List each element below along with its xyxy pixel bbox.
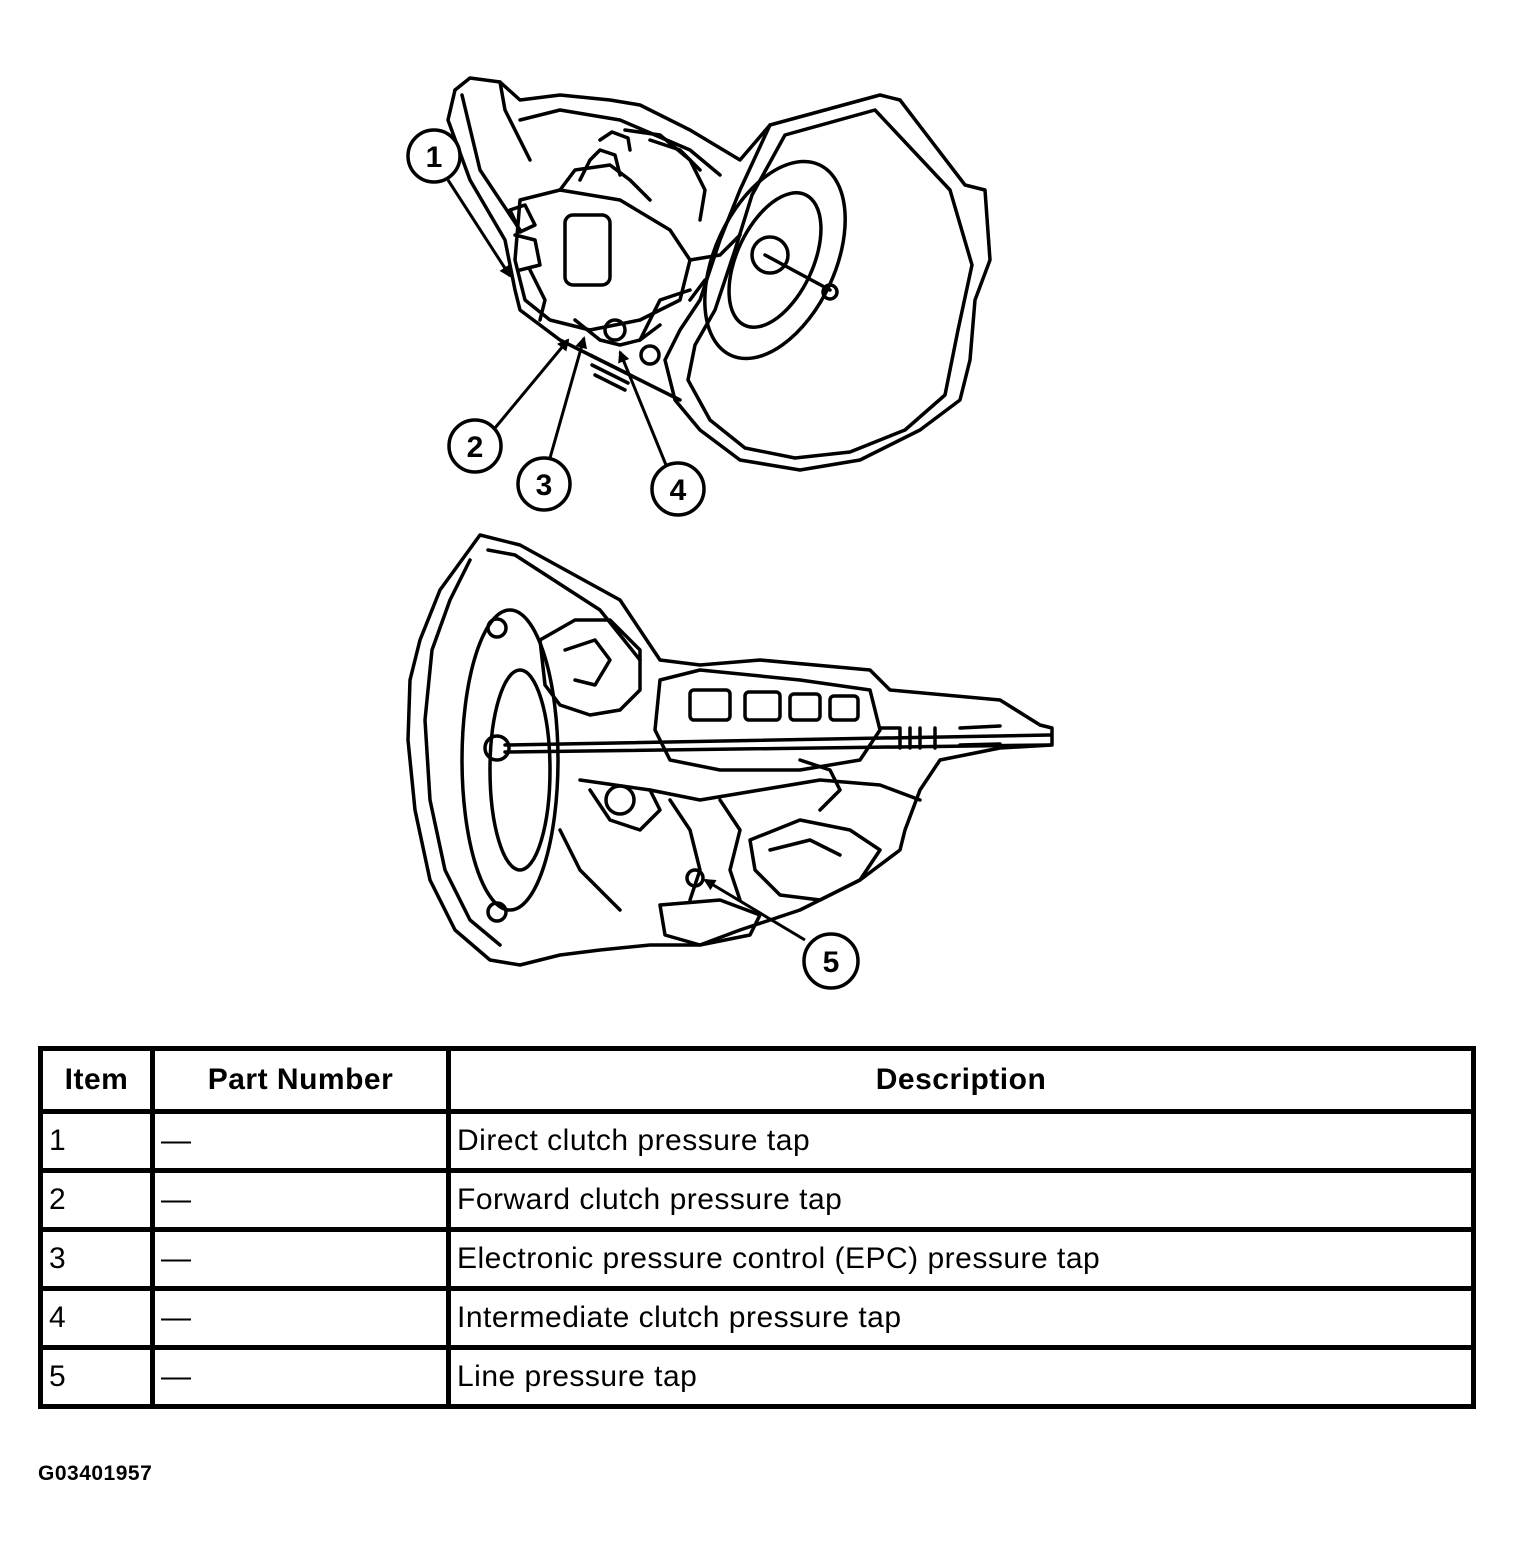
callout-5-label: 5 [823,946,840,979]
transmission-side-view [406,533,1054,967]
callout-2: 2 [447,338,570,474]
cell-part-number: — [150,1227,451,1291]
figure-code: G03401957 [38,1462,153,1485]
cell-description: Direct clutch pressure tap [446,1109,1476,1173]
table-row: 2 — Forward clutch pressure tap [38,1168,1476,1232]
cell-item: 1 [38,1109,155,1173]
cell-item: 4 [38,1286,155,1350]
transmission-illustration: 1 2 3 4 [406,76,1054,990]
cell-item: 2 [38,1168,155,1232]
table-row: 5 — Line pressure tap [38,1345,1476,1409]
cell-part-number: — [150,1286,451,1350]
cell-description: Forward clutch pressure tap [446,1168,1476,1232]
callout-3: 3 [516,336,588,512]
callout-3-label: 3 [536,469,553,502]
cell-description: Electronic pressure control (EPC) pressu… [446,1227,1476,1291]
table-row: 3 — Electronic pressure control (EPC) pr… [38,1227,1476,1291]
parts-table: Item Part Number Description 1 — Direct … [38,1046,1476,1409]
callout-4-label: 4 [670,474,687,507]
table-header-row: Item Part Number Description [38,1046,1476,1114]
cell-part-number: — [150,1345,451,1409]
callout-5: 5 [703,878,860,990]
table-row: 4 — Intermediate clutch pressure tap [38,1286,1476,1350]
table-row: 1 — Direct clutch pressure tap [38,1109,1476,1173]
header-item: Item [38,1046,155,1114]
cell-part-number: — [150,1109,451,1173]
cell-part-number: — [150,1168,451,1232]
header-part-number: Part Number [150,1046,451,1114]
header-description: Description [446,1046,1476,1114]
cell-item: 3 [38,1227,155,1291]
cell-description: Intermediate clutch pressure tap [446,1286,1476,1350]
callout-2-label: 2 [467,431,484,464]
callout-1-label: 1 [426,141,443,174]
cell-item: 5 [38,1345,155,1409]
transmission-top-view [446,76,992,472]
callout-4: 4 [618,350,706,517]
callout-1: 1 [406,128,512,278]
cell-description: Line pressure tap [446,1345,1476,1409]
